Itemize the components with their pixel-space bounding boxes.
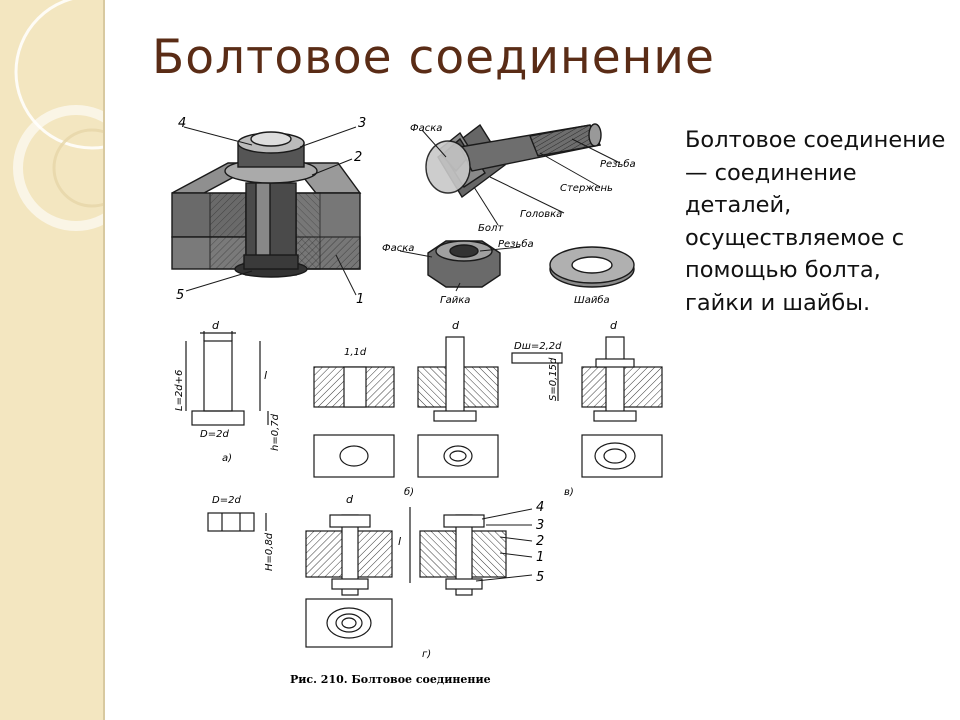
nut-thread-label: Резьба <box>498 238 534 250</box>
callout-4: 4 <box>178 116 186 131</box>
bolt-label: Болт <box>478 223 504 234</box>
subfig-b-label: б) <box>404 486 414 498</box>
subfigure-g <box>305 507 533 648</box>
part-number-3: 3 <box>536 518 544 533</box>
figure-caption: Рис. 210. Болтовое соединение <box>290 673 491 686</box>
dim-D-a: D=2d <box>200 429 229 440</box>
callout-1: 1 <box>356 292 364 307</box>
bolt-thread-label: Резьба <box>600 158 636 170</box>
bolt-head-label: Головка <box>520 209 562 220</box>
dim-L-a: L=2d+6 <box>174 370 185 411</box>
bolt-connection-drawing: 4 3 2 5 1 Фаска Резьба Стержень Головка … <box>171 116 663 686</box>
bolt-chamfer-label: Фаска <box>410 123 442 134</box>
part-number-4: 4 <box>536 500 544 515</box>
slide-title: Болтовое соединение <box>152 30 715 85</box>
subfig-a-label: а) <box>222 453 232 464</box>
definition-text: Болтовое соединение — соединение деталей… <box>685 127 946 316</box>
part-number-1: 1 <box>536 550 544 565</box>
dim-d-b: d <box>452 319 460 332</box>
dim-d-v: d <box>610 319 618 332</box>
washer-label: Шайба <box>574 294 610 306</box>
subfigure-v <box>511 336 663 478</box>
dim-Dw: Dш=2,2d <box>514 341 562 352</box>
subfig-v-label: в) <box>564 487 574 498</box>
subfig-g-label: г) <box>422 649 431 660</box>
callout-5: 5 <box>176 288 184 303</box>
subfigure-b <box>313 336 499 478</box>
bolt-drawing <box>421 123 621 226</box>
dim-S: S=0,15d <box>548 357 559 401</box>
dim-D-g: D=2d <box>212 495 241 506</box>
nut-chamfer-label: Фаска <box>382 243 414 254</box>
nut-drawing <box>399 240 521 292</box>
dim-h-a: h=0,7d <box>270 413 281 451</box>
decorative-side-band <box>0 0 105 720</box>
decorative-circles <box>13 0 105 231</box>
bolt-shank-label: Стержень <box>560 183 613 194</box>
part-number-2: 2 <box>536 534 544 549</box>
dim-d-g: d <box>346 493 354 506</box>
nut-label: Гайка <box>440 295 470 306</box>
subfigure-nut-dims <box>207 512 267 532</box>
assembly-3d <box>171 126 362 296</box>
callout-3: 3 <box>358 116 366 131</box>
dim-l-g: l <box>398 535 401 548</box>
subfigure-a <box>185 331 269 426</box>
part-number-5: 5 <box>536 570 544 585</box>
washer-drawing <box>549 246 635 288</box>
dim-l-a: l <box>264 369 267 382</box>
callout-2: 2 <box>354 150 362 165</box>
dim-H: H=0,8d <box>264 532 275 571</box>
dim-1-1d: 1,1d <box>344 347 367 358</box>
dim-d-a: d <box>212 319 220 332</box>
